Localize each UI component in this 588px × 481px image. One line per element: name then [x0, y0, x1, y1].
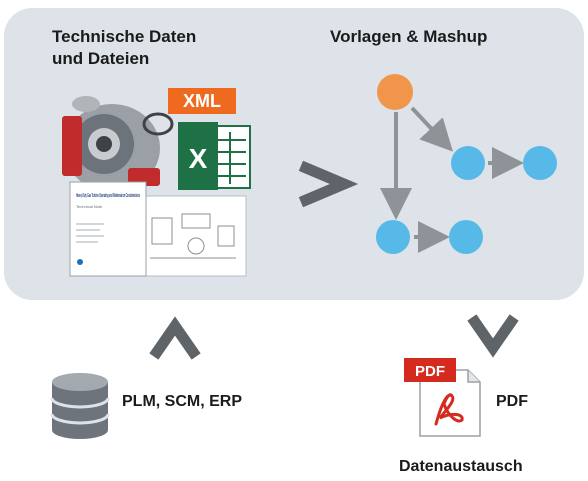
edge-root-right [410, 106, 453, 152]
turbine-image [62, 96, 174, 192]
node-mid-right [523, 146, 557, 180]
left-title-line2: und Dateien [52, 49, 150, 68]
node-bottom-right [449, 220, 483, 254]
xml-badge-icon: XML [168, 88, 236, 114]
pdf-badge-label: PDF [415, 363, 445, 380]
left-section-title: Technische Daten und Dateien [52, 26, 262, 70]
graph-nodes [376, 74, 557, 254]
node-root [377, 74, 413, 110]
drawing-icon [133, 195, 247, 277]
document-heading: Heavy Duty Gas Turbine Operating and Mai… [76, 193, 140, 199]
chevron-down-icon [467, 314, 519, 358]
excel-icon: X [178, 122, 251, 190]
chevron-right-icon [298, 160, 359, 208]
graph-edges [380, 106, 524, 253]
left-title-line1: Technische Daten [52, 27, 197, 46]
sources-label: PLM, SCM, ERP [122, 393, 243, 410]
right-section-title: Vorlagen & Mashup [330, 27, 488, 46]
node-mid-left [451, 146, 485, 180]
node-bottom-left [376, 220, 410, 254]
document-icon: Heavy Duty Gas Turbine Operating and Mai… [69, 181, 147, 277]
pdf-label: PDF [496, 393, 528, 410]
chevron-up-icon [149, 316, 201, 360]
pdf-icon: PDF [404, 358, 481, 437]
database-icon [50, 373, 110, 439]
document-subtitle: Technical Note [76, 204, 103, 209]
excel-letter: X [189, 143, 208, 174]
xml-badge-label: XML [183, 91, 221, 111]
exchange-label: Datenaustausch [399, 458, 523, 475]
